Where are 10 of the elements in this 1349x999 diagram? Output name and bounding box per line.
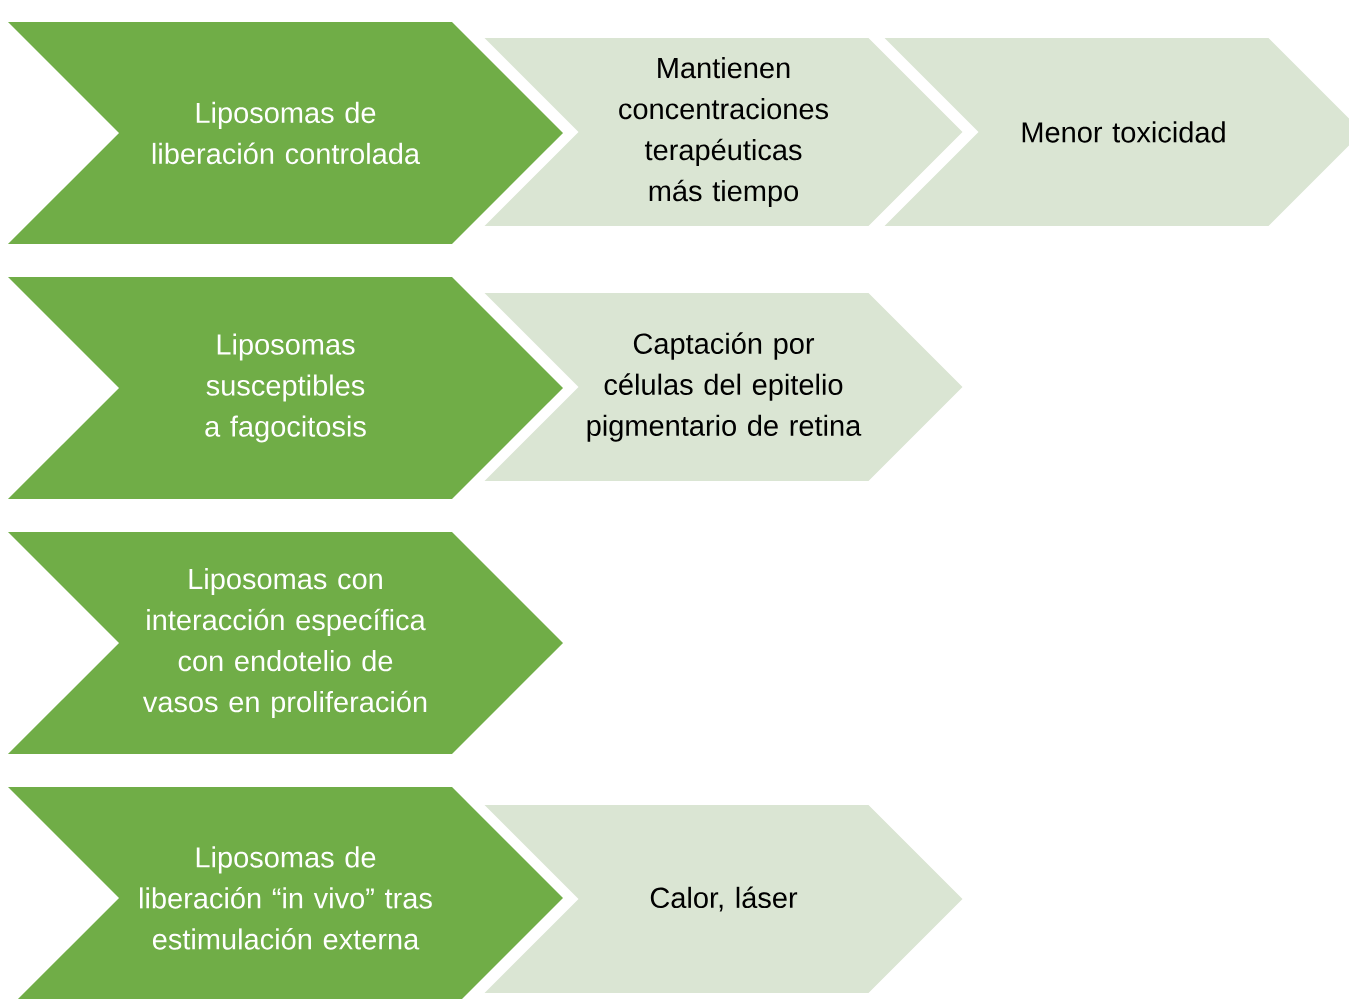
- process-step: Mantienen concentraciones terapéuticas más tiempo: [484, 38, 963, 226]
- process-step: Liposomas con interacción específica con endotelio de vasos en proliferación: [8, 532, 563, 754]
- process-step: Calor, láser: [484, 805, 963, 993]
- process-step: Captación por células del epitelio pigmentario de retina: [484, 293, 963, 481]
- node-label: Mantienen concentraciones terapéuticas más tiempo: [619, 56, 829, 208]
- process-step: Liposomas de liberación controlada: [8, 22, 563, 244]
- node-label: Menor toxicidad: [1022, 121, 1225, 143]
- process-step: Liposomas susceptibles a fagocitosis: [8, 277, 563, 499]
- process-step: Liposomas de liberación “in vivo” tras estimulación externa: [8, 787, 563, 999]
- process-step: Menor toxicidad: [884, 38, 1349, 226]
